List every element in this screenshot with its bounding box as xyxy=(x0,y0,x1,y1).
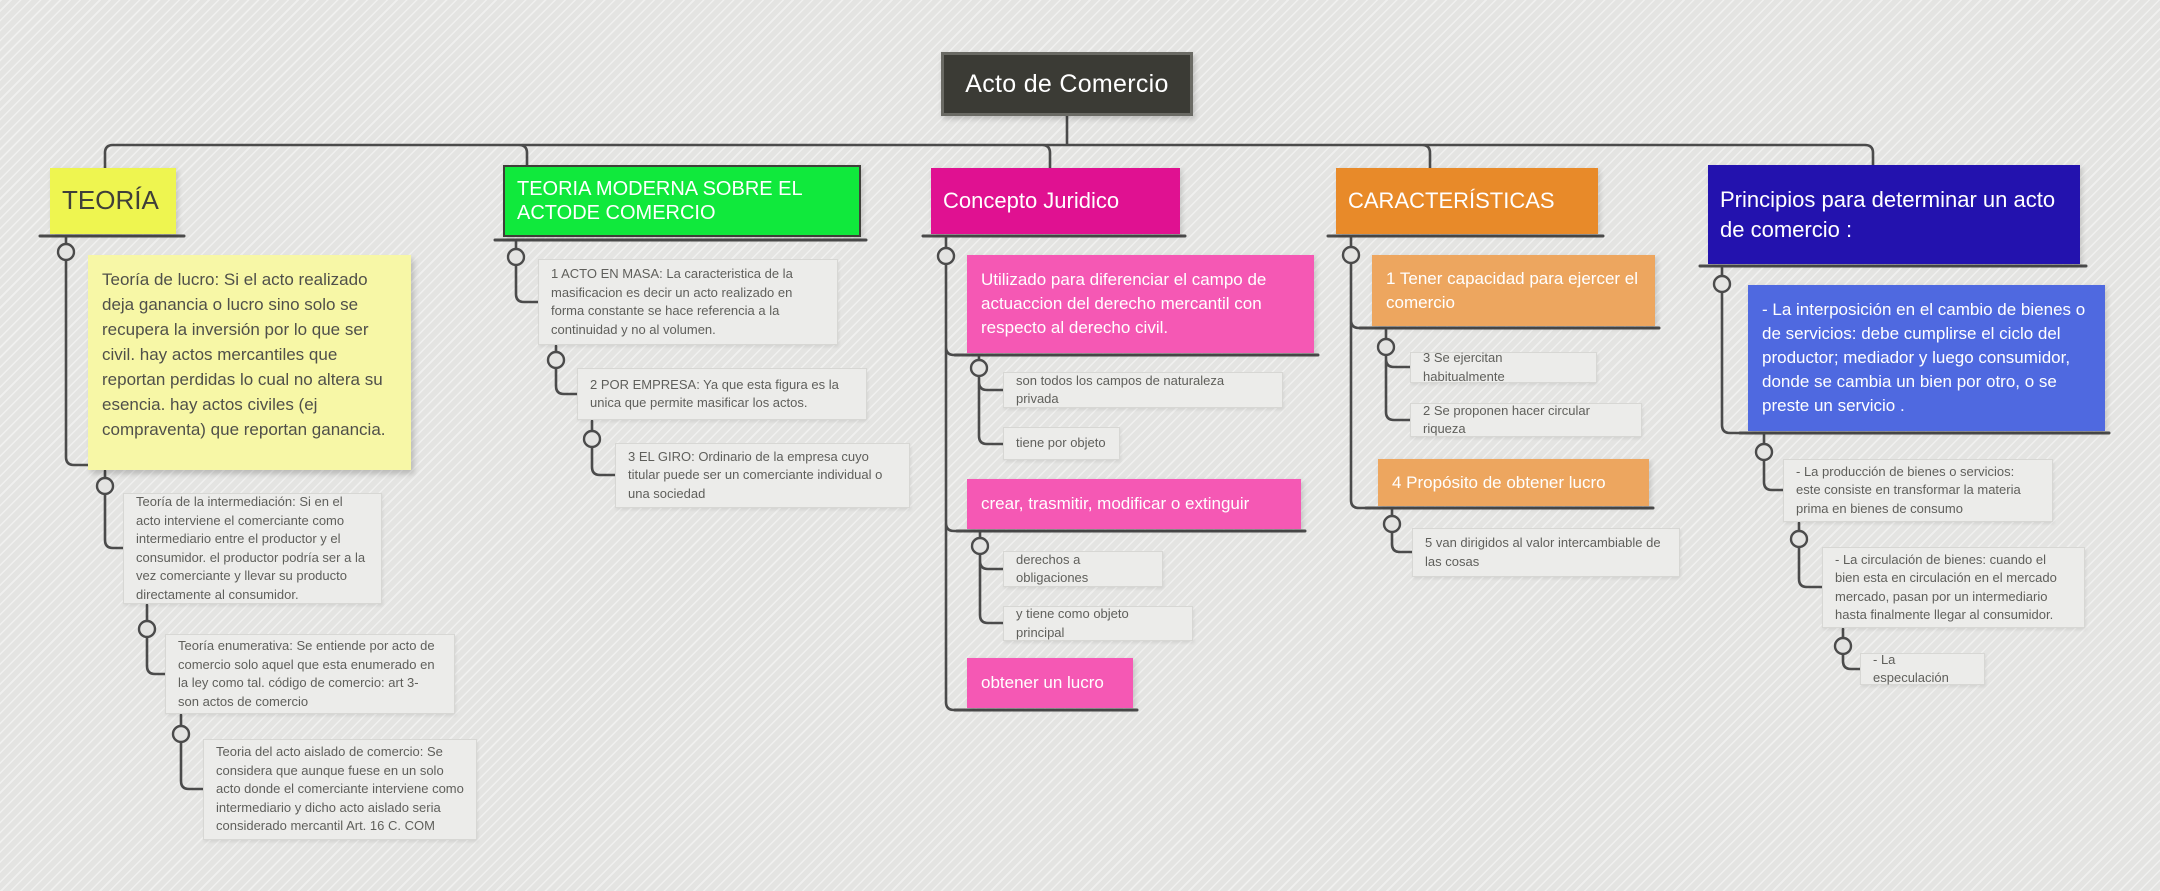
node-teoria-enumerativa[interactable]: Teoría enumerativa: Se entiende por acto… xyxy=(165,634,455,714)
collapse-handle[interactable] xyxy=(95,476,115,496)
node-text: 1 Tener capacidad para ejercer el comerc… xyxy=(1386,268,1639,312)
node-crear-trasmitir[interactable]: crear, trasmitir, modificar o extinguir xyxy=(967,479,1301,529)
collapse-handle[interactable] xyxy=(1341,245,1361,265)
collapse-handle[interactable] xyxy=(1789,529,1809,549)
branch-header-principios[interactable]: Principios para determinar un acto de co… xyxy=(1708,165,2080,264)
node-text: Teoría de la intermediación: Si en el ac… xyxy=(136,494,366,602)
collapse-handle[interactable] xyxy=(1712,274,1732,294)
branch-header-teoria-moderna[interactable]: TEORIA MODERNA SOBRE EL ACTODE COMERCIO xyxy=(503,165,861,237)
branch-header-caracteristicas[interactable]: CARACTERÍSTICAS xyxy=(1336,168,1598,234)
node-tiene-por-objeto[interactable]: tiene por objeto xyxy=(1003,427,1120,460)
collapse-handle[interactable] xyxy=(1833,636,1853,656)
node-teoria-acto-aislado[interactable]: Teoria del acto aislado de comercio: Se … xyxy=(203,739,477,840)
node-text: Teoría enumerativa: Se entiende por acto… xyxy=(178,638,435,709)
node-acto-en-masa[interactable]: 1 ACTO EN MASA: La caracteristica de la … xyxy=(538,259,838,345)
collapse-handle[interactable] xyxy=(1382,514,1402,534)
collapse-handle[interactable] xyxy=(1376,337,1396,357)
node-se-proponen[interactable]: 2 Se proponen hacer circular riqueza xyxy=(1410,403,1642,437)
node-la-especulacion[interactable]: - La especulación xyxy=(1860,651,1985,686)
node-utilizado-para-diferenciar[interactable]: Utilizado para diferenciar el campo de a… xyxy=(967,255,1314,353)
collapse-handle[interactable] xyxy=(936,246,956,266)
node-obtener-un-lucro[interactable]: obtener un lucro xyxy=(967,658,1133,708)
branch-connectors xyxy=(64,235,1862,791)
branch-header-concepto-juridico[interactable]: Concepto Juridico xyxy=(931,168,1180,234)
node-text: - La interposición en el cambio de biene… xyxy=(1762,300,2086,415)
node-la-interposicion[interactable]: - La interposición en el cambio de biene… xyxy=(1748,285,2105,431)
collapse-handle[interactable] xyxy=(546,350,566,370)
collapse-handle[interactable] xyxy=(970,536,990,556)
collapse-handle[interactable] xyxy=(506,247,526,267)
node-text: 1 ACTO EN MASA: La caracteristica de la … xyxy=(551,266,793,337)
node-text: 2 POR EMPRESA: Ya que esta figura es la … xyxy=(590,376,839,411)
node-text: son todos los campos de naturaleza priva… xyxy=(1016,372,1225,407)
root-node[interactable]: Acto de Comercio xyxy=(941,52,1193,116)
node-text: 4 Propósito de obtener lucro xyxy=(1392,472,1606,492)
node-text: - La circulación de bienes: cuando el bi… xyxy=(1835,551,2057,623)
node-text: 3 Se ejercitan habitualmente xyxy=(1423,350,1505,384)
node-son-todos-los-campos[interactable]: son todos los campos de naturaleza priva… xyxy=(1003,372,1283,408)
node-underlines xyxy=(38,234,2111,712)
node-text: derechos a obligaciones xyxy=(1016,551,1089,586)
node-el-giro[interactable]: 3 EL GIRO: Ordinario de la empresa cuyo … xyxy=(615,443,910,508)
node-text: obtener un lucro xyxy=(981,673,1104,692)
node-text: - La especulación xyxy=(1873,651,1949,686)
node-text: - La producción de bienes o servicios: e… xyxy=(1796,463,2021,516)
node-proposito-lucro[interactable]: 4 Propósito de obtener lucro xyxy=(1378,459,1649,506)
collapse-handle[interactable] xyxy=(1754,442,1774,462)
node-text: Teoria del acto aislado de comercio: Se … xyxy=(216,744,464,834)
node-y-tiene-como-objeto[interactable]: y tiene como objeto principal xyxy=(1003,606,1193,641)
collapse-handle[interactable] xyxy=(582,429,602,449)
node-derechos-a-obligaciones[interactable]: derechos a obligaciones xyxy=(1003,551,1163,587)
branch-header-teoria[interactable]: TEORÍA xyxy=(50,168,176,234)
node-por-empresa[interactable]: 2 POR EMPRESA: Ya que esta figura es la … xyxy=(577,368,867,420)
root-bus-connector xyxy=(103,114,1875,170)
node-text: 3 EL GIRO: Ordinario de la empresa cuyo … xyxy=(628,448,883,501)
node-text: Utilizado para diferenciar el campo de a… xyxy=(981,270,1267,337)
node-text: crear, trasmitir, modificar o extinguir xyxy=(981,494,1250,513)
collapse-handle[interactable] xyxy=(56,242,76,262)
collapse-handle[interactable] xyxy=(171,724,191,744)
node-van-dirigidos[interactable]: 5 van dirigidos al valor intercambiable … xyxy=(1412,528,1680,577)
node-la-produccion[interactable]: - La producción de bienes o servicios: e… xyxy=(1783,459,2053,522)
node-se-ejercitan[interactable]: 3 Se ejercitan habitualmente xyxy=(1410,350,1597,384)
node-teoria-lucro[interactable]: Teoría de lucro: Si el acto realizado de… xyxy=(88,255,411,470)
node-tener-capacidad[interactable]: 1 Tener capacidad para ejercer el comerc… xyxy=(1372,255,1655,326)
collapse-handle[interactable] xyxy=(137,619,157,639)
node-text: y tiene como objeto principal xyxy=(1016,606,1129,640)
node-text: 2 Se proponen hacer circular riqueza xyxy=(1423,402,1590,437)
collapse-handle[interactable] xyxy=(969,358,989,378)
node-text: tiene por objeto xyxy=(1016,435,1106,451)
node-text: 5 van dirigidos al valor intercambiable … xyxy=(1425,535,1661,569)
node-la-circulacion[interactable]: - La circulación de bienes: cuando el bi… xyxy=(1822,547,2085,628)
node-teoria-intermediacion[interactable]: Teoría de la intermediación: Si en el ac… xyxy=(123,493,382,604)
